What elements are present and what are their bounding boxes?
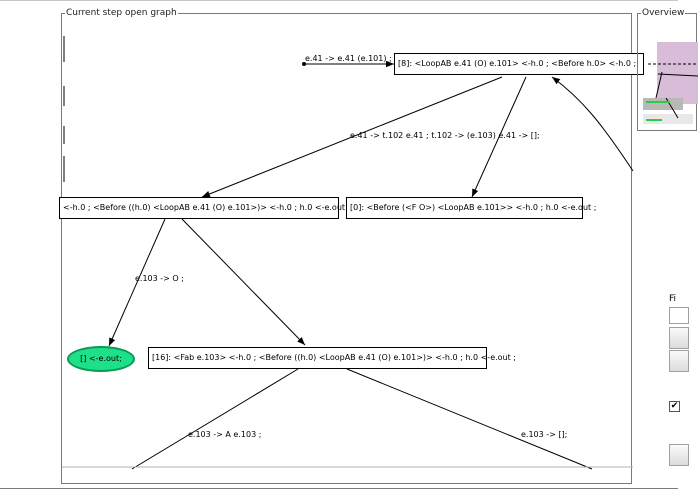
terminal-label: [] <-e.out; (80, 354, 122, 363)
edge-label-to-terminal: e.103 -> O ; (135, 274, 184, 283)
node-left-mid[interactable]: <-h.0 ; <Before ((h.0) <LoopAB e.41 (O) … (59, 197, 345, 219)
side-button-1[interactable] (669, 327, 689, 349)
bottom-divider (0, 488, 678, 489)
edge-left-mid-to-terminal (108, 218, 166, 347)
edge-top-left (302, 60, 394, 68)
node-terminal[interactable]: [] <-e.out; (67, 346, 135, 372)
edge-bottom-right-down (346, 368, 593, 470)
side-button-2[interactable] (669, 350, 689, 372)
edge-top-to-left-mid (201, 76, 503, 198)
graph-panel-title: Current step open graph (65, 8, 178, 19)
node-right-mid[interactable]: [0]: <Before (<F O>) <LoopAB e.101>> <-h… (346, 197, 596, 219)
overview-panel-title: Overview (641, 8, 686, 19)
side-button-3[interactable] (669, 444, 689, 466)
node-top[interactable]: [8]: <LoopAB e.41 (O) e.101> <-h.0 ; <Be… (394, 53, 644, 75)
graph-canvas (62, 36, 634, 470)
side-input[interactable] (669, 307, 689, 324)
edge-label-bottom-left: e.103 -> A e.103 ; (188, 430, 262, 439)
overview-panel (637, 13, 698, 132)
edge-back-arc (551, 76, 634, 172)
edge-top-to-right-mid (471, 76, 527, 198)
edge-label-top-split: e.41 -> t.102 e.41 ; t.102 -> (e.103) e.… (350, 131, 540, 140)
overview-thumbnail[interactable] (638, 14, 698, 132)
edge-label-top-left: e.41 -> e.41 (e.101) ; (305, 54, 392, 63)
edge-left-mid-to-bottom (181, 218, 306, 346)
side-label-fi: Fi (669, 294, 677, 304)
edge-label-bottom-right: e.103 -> []; (521, 430, 568, 439)
checkbox-check-icon: ✔ (670, 401, 679, 411)
edge-bottom-left-down (131, 368, 299, 470)
side-checkbox[interactable]: ✔ (669, 401, 680, 412)
graph-panel: [8]: <LoopAB e.41 (O) e.101> <-h.0 ; <Be… (59, 13, 644, 484)
top-divider (0, 0, 678, 1)
node-bottom[interactable]: [16]: <Fab e.103> <-h.0 ; <Before ((h.0)… (148, 347, 516, 369)
